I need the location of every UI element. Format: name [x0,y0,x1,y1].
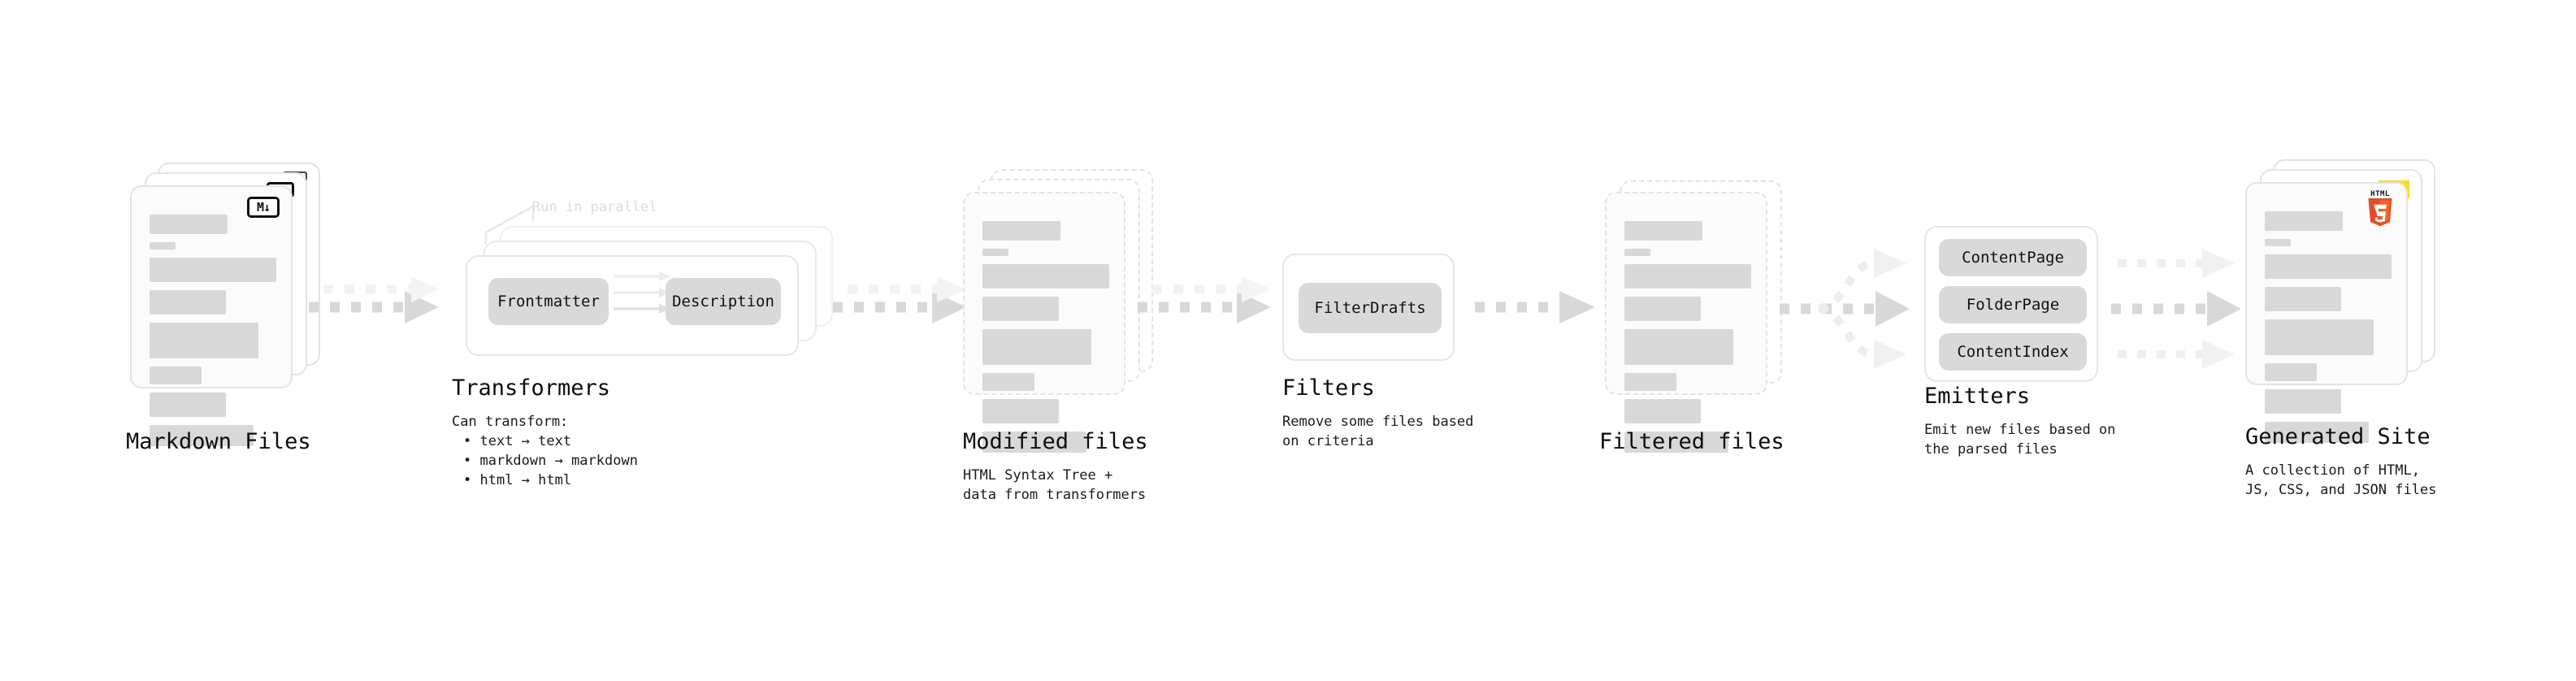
arrow-filters-to-filtered [1475,291,1595,323]
transformer-pill-description[interactable]: Description [666,278,781,325]
card-bars [1624,221,1751,461]
filtered-card-front [1605,192,1767,453]
modified-card-front [963,192,1125,453]
arrow-filtered-to-emitters-branch [1780,249,1910,369]
emitters-description: Emit new files based on the parsed files [1924,422,2116,458]
card-bars [150,215,276,454]
transform-item-2: • html → html [463,472,572,488]
html5-icon: HTML [2362,190,2398,228]
arrow-markdown-to-transformers [309,276,439,323]
arrow-modified-to-filters [1138,276,1271,323]
transformers-caption: Transformers Can transform: • text → tex… [452,375,638,490]
emitters-group: ContentPage FolderPage ContentIndex [1924,226,2098,382]
emitter-pill-contentindex[interactable]: ContentIndex [1939,333,2087,371]
transformers-title: Transformers [452,375,611,401]
modified-files-description: HTML Syntax Tree + data from transformer… [963,467,1147,503]
card-bars [2265,211,2392,451]
filters-description: Remove some files based on criteria [1282,414,1474,449]
markdown-icon: M↓ [247,197,280,218]
emitter-pill-folderpage[interactable]: FolderPage [1939,286,2087,323]
filters-group: FilterDrafts [1282,254,1455,361]
card-bars [982,221,1109,461]
transform-item-0: • text → text [463,433,572,449]
generated-site-description: A collection of HTML, JS, CSS, and JSON … [2245,462,2437,498]
filters-title: Filters [1282,375,1375,401]
emitters-title: Emitters [1924,384,2031,409]
transformers-description: Can transform: • text → text • markdown … [452,412,638,490]
arrow-transformers-to-modified [833,276,966,323]
markdown-files-title: Markdown Files [126,429,311,454]
transform-item-1: • markdown → markdown [463,453,638,469]
run-in-parallel-label: Run in parallel [532,199,657,215]
markdown-files-caption: Markdown Files [126,429,311,454]
generated-site-title: Generated Site [2245,424,2431,449]
markdown-card-front: M↓ [130,185,293,446]
run-in-parallel-leader [484,204,535,244]
arrow-emitters-to-generated [2111,249,2241,369]
emitters-caption: Emitters Emit new files based on the par… [1924,384,2115,459]
filtered-files-title: Filtered files [1599,429,1785,454]
filtered-files-caption: Filtered files [1599,429,1785,454]
generated-site-caption: Generated Site A collection of HTML, JS,… [2245,424,2436,500]
emitter-pill-contentpage[interactable]: ContentPage [1939,239,2087,276]
filters-caption: Filters Remove some files based on crite… [1282,375,1473,451]
modified-files-caption: Modified files HTML Syntax Tree + data f… [963,429,1148,505]
generated-card-html: HTML [2245,182,2408,443]
transformer-internal-arrows [614,271,670,314]
filter-pill-filterdrafts[interactable]: FilterDrafts [1299,283,1442,333]
transformer-pill-frontmatter[interactable]: Frontmatter [488,278,609,325]
modified-files-title: Modified files [963,429,1148,454]
transformers-intro: Can transform: [452,414,569,430]
